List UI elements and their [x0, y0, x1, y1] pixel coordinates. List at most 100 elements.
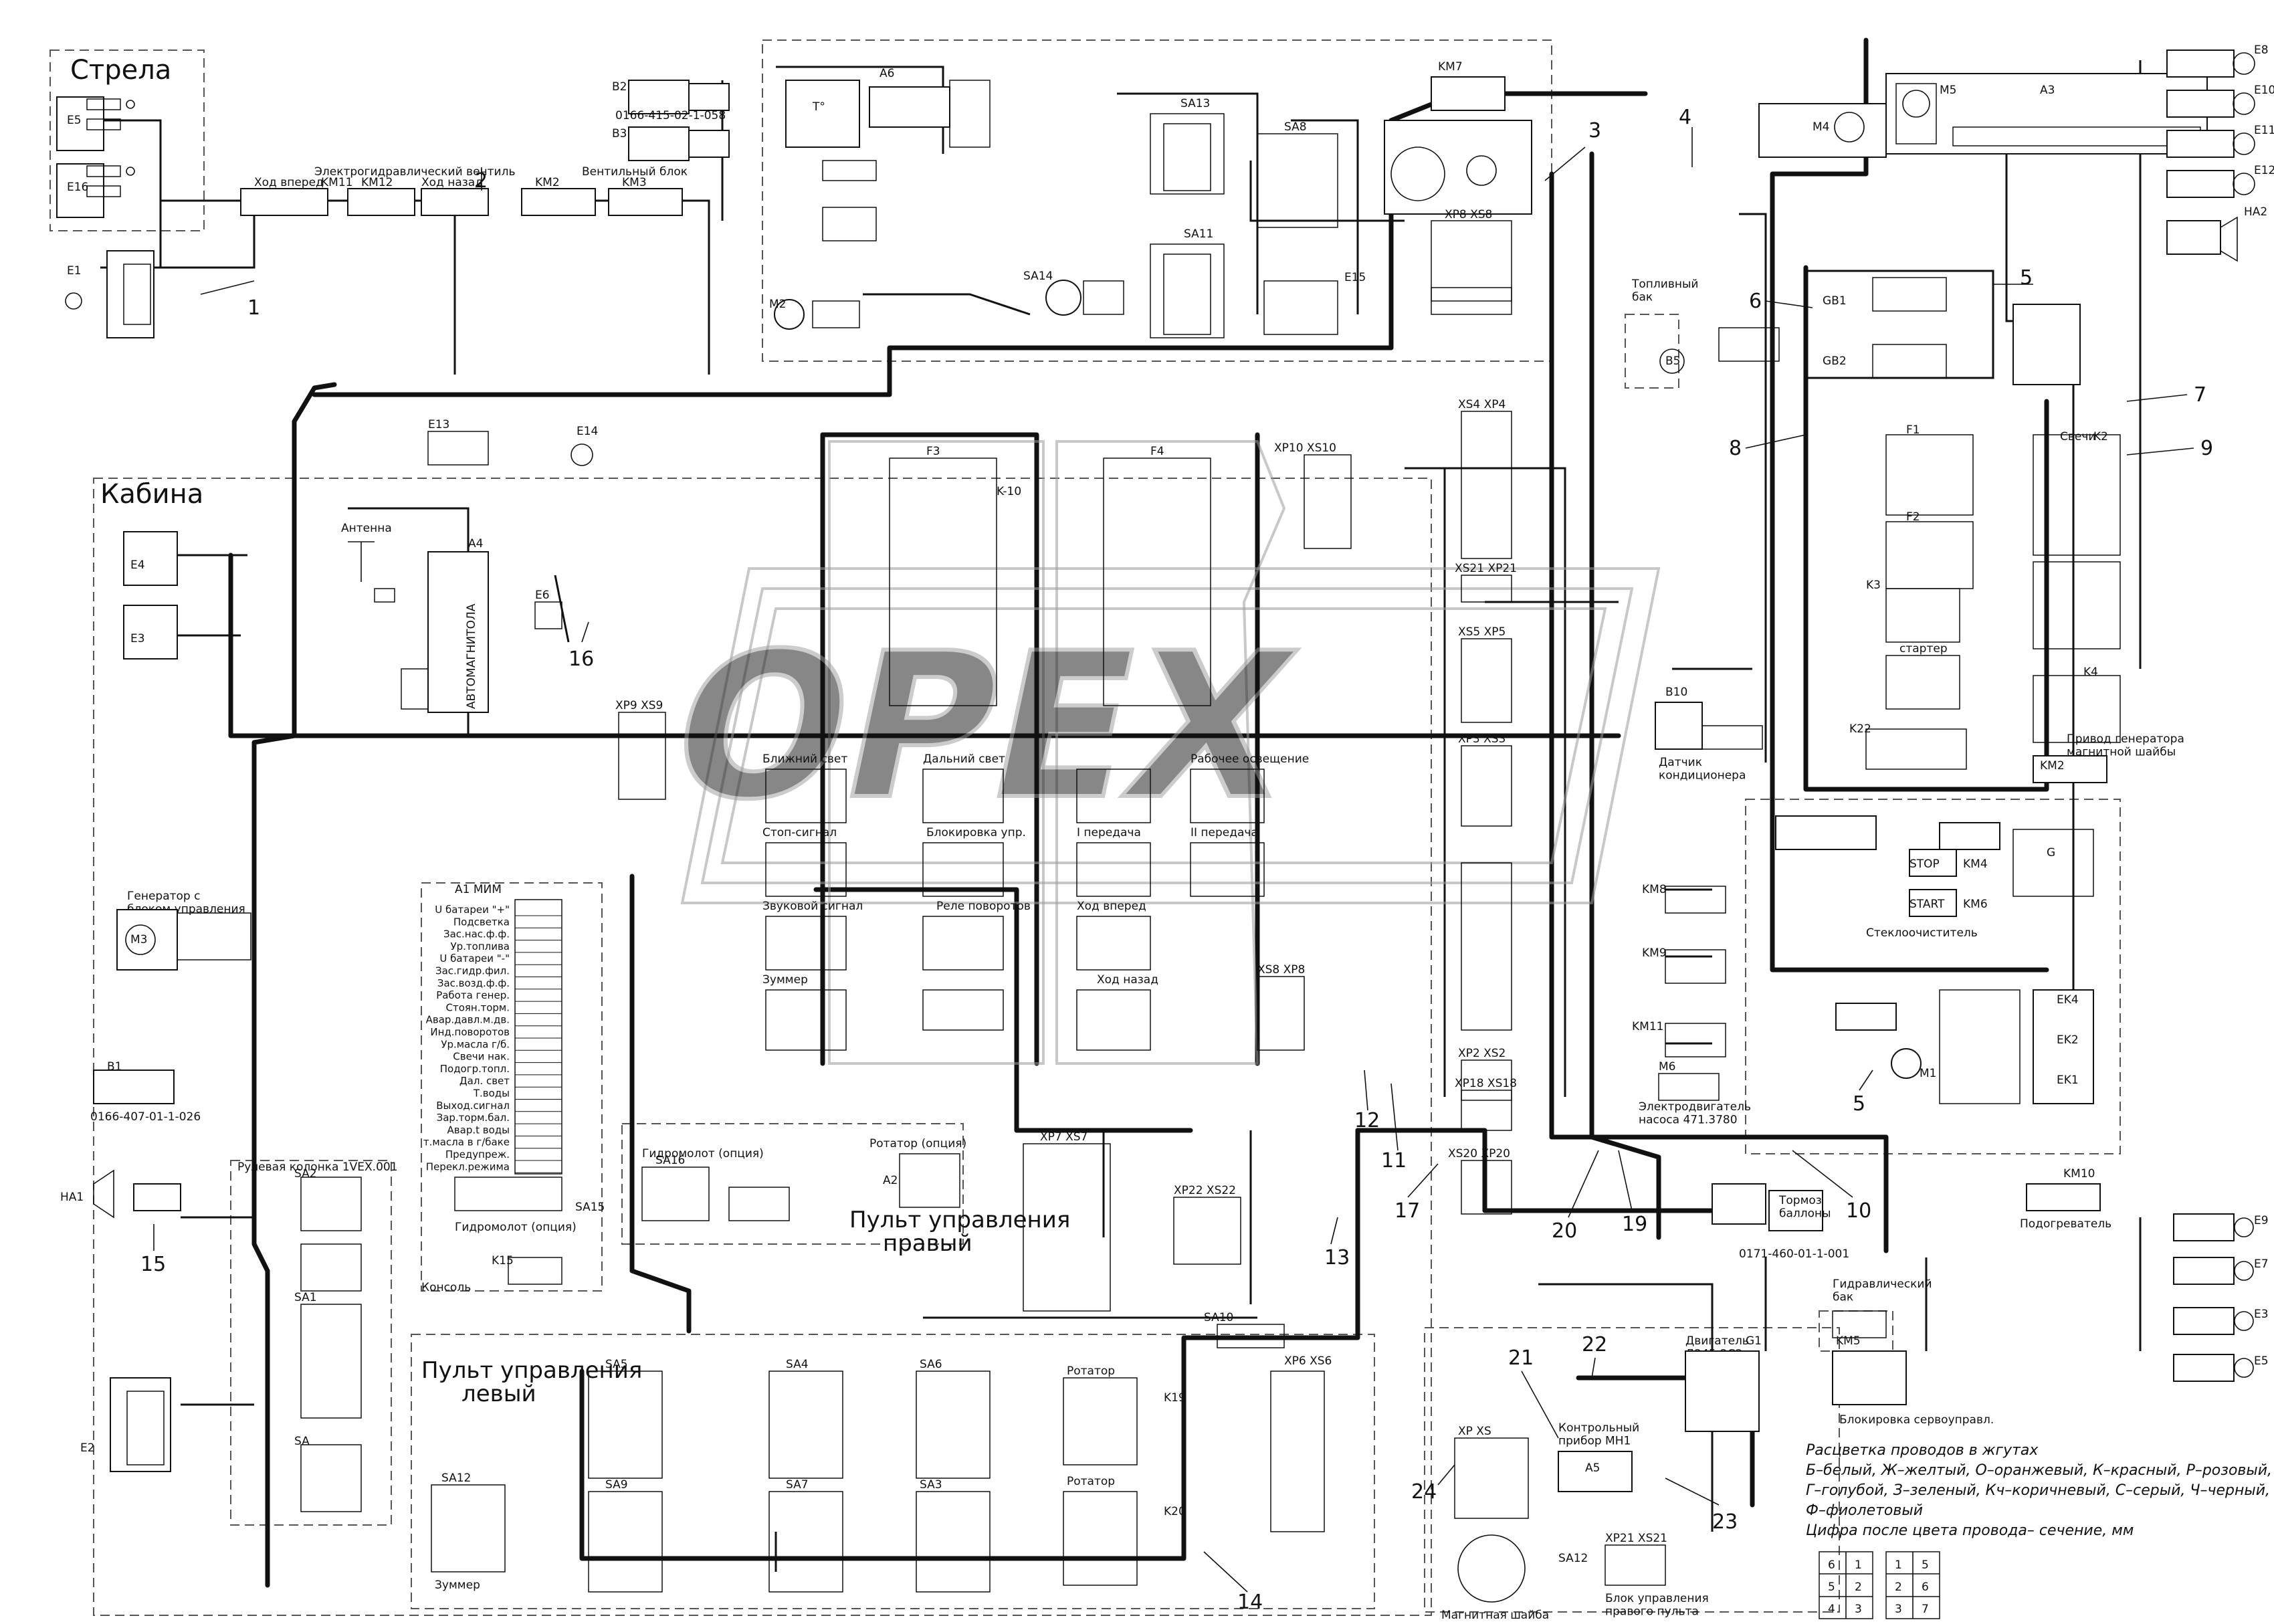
bundle-pult [579, 1128, 1360, 1561]
callout-15: 15 [140, 1224, 166, 1276]
label-mag-washer: Магнитная шайба [1441, 1609, 1549, 1622]
svg-text:5: 5 [1828, 1581, 1835, 1594]
top-center-components: T° A6 M2 SA14 [769, 67, 1124, 330]
label-starter: стартер [1899, 642, 1948, 655]
bundle-console [629, 874, 692, 1334]
strela-components: E5 E16 [56, 96, 135, 218]
svg-text:A2: A2 [883, 1174, 898, 1187]
mim-row: Предупреж. [445, 1148, 510, 1160]
designation-gb2: GB2 [1823, 354, 1847, 368]
lamp-e1: E1 [65, 250, 154, 338]
designation-k2: K2 [2093, 430, 2108, 443]
mim-row: Авар.t воды [447, 1124, 510, 1136]
designation-e16: E16 [67, 181, 88, 194]
watermark: OPEX [651, 440, 1661, 1065]
svg-text:SA10: SA10 [1204, 1311, 1233, 1324]
svg-text:XP6 XS6: XP6 XS6 [1284, 1354, 1332, 1368]
designation-m1: M1 [1920, 1067, 1936, 1080]
callout-14: 14 [1203, 1551, 1263, 1614]
designation-km9: KM9 [1642, 946, 1667, 960]
svg-text:14: 14 [1237, 1591, 1263, 1614]
svg-text:3: 3 [1855, 1603, 1862, 1616]
mim-row: Зас.нас.ф.ф. [443, 928, 510, 940]
sensor-b2-b3: B2 B3 0166-415-02-1-058 [612, 80, 730, 161]
radio-a4 [427, 551, 489, 713]
designation-e4: E4 [130, 559, 145, 572]
svg-text:XP7 XS7: XP7 XS7 [1040, 1130, 1088, 1144]
callout-21: 21 [1508, 1346, 1559, 1439]
bundle-top-2 [251, 382, 337, 879]
label-first-gear: I передача [1077, 826, 1141, 839]
designation-k15: K15 [492, 1254, 514, 1267]
mim-row: Зар.торм.бал. [437, 1112, 510, 1124]
designation-km4: KM4 [1963, 857, 1988, 871]
callout-2: 2 [475, 167, 488, 193]
label-valve: Электрогидравлический вентиль [314, 165, 515, 179]
svg-text:B5: B5 [1665, 354, 1680, 368]
callout-6: 6 [1749, 290, 1813, 313]
designation-k10: K-10 [997, 485, 1021, 498]
vent-km3 [608, 188, 683, 216]
designation-sa6: SA6 [920, 1358, 942, 1371]
steering-left: B1 0166-407-01-1-026 HA1 SA2 SA1 SA E2 [60, 1060, 362, 1512]
designation-a6: A6 [880, 67, 894, 80]
label-radio: АВТОМАГНИТОЛА [465, 603, 478, 709]
motor-m4 [1758, 103, 1887, 158]
block-a6 [785, 80, 860, 148]
svg-text:8: 8 [1729, 437, 1742, 460]
bundle-right-vertical [1589, 151, 1661, 1240]
legend: Расцветка проводов в жгутах Б–белый, Ж–ж… [1806, 1442, 2272, 1619]
mim-row: Зас.гидр.фил. [435, 965, 510, 977]
svg-text:XP3 XS3: XP3 XS3 [1458, 732, 1506, 746]
svg-text:5: 5 [1922, 1558, 1929, 1572]
designation-km2: KM2 [2040, 759, 2065, 773]
zone-konsol [421, 882, 603, 1292]
mim-panel: A1 МИМ U батареи "+"ПодсветкаЗас.нас.ф.ф… [423, 883, 605, 1285]
mim-row: Стоян.торм. [445, 1001, 510, 1013]
callout-19: 19 [1618, 1150, 1647, 1236]
connector-xp9: XP9 XS9 [615, 699, 666, 800]
designation-ha2: HA2 [2244, 205, 2267, 219]
svg-text:Гидромолот (опция): Гидромолот (опция) [642, 1147, 764, 1160]
callout-16: 16 [568, 621, 594, 671]
callouts: 1 2 3 4 5 6 7 8 9 5 10 11 12 13 14 15 16… [140, 106, 2213, 1614]
part-number-3: 0171-460-01-1-001 [1739, 1247, 1849, 1261]
svg-text:Ротатор: Ротатор [1067, 1475, 1115, 1488]
motor-m1 [1891, 1048, 1922, 1079]
svg-text:Ход назад: Ход назад [421, 176, 483, 189]
callout-1: 1 [200, 280, 260, 320]
label-work-light: Рабочее освещение [1191, 752, 1309, 766]
svg-text:20: 20 [1552, 1219, 1577, 1243]
callout-24: 24 [1411, 1464, 1455, 1504]
mim-row: Т.воды [473, 1088, 510, 1100]
svg-text:5: 5 [2020, 266, 2033, 290]
svg-text:2: 2 [1855, 1581, 1862, 1594]
designation-sa7: SA7 [786, 1478, 809, 1492]
svg-text:6: 6 [1828, 1558, 1835, 1572]
svg-text:KM11: KM11 [321, 176, 352, 189]
label-vent-block: Вентильный блок [582, 165, 688, 179]
svg-text:XP21 XS21: XP21 XS21 [1605, 1532, 1667, 1545]
designation-sa15: SA15 [575, 1201, 605, 1214]
designation-sa3: SA3 [920, 1478, 942, 1492]
callout-13: 13 [1324, 1217, 1350, 1270]
svg-text:E3: E3 [2254, 1308, 2269, 1321]
label-rele-pov: Реле поворотов [936, 900, 1031, 913]
mim-row: Выход.сигнал [436, 1100, 510, 1112]
svg-text:XP10 XS10: XP10 XS10 [1274, 441, 1336, 455]
fuse-panel-f3: F3 K-10 [889, 445, 1021, 706]
designation-sa: SA [294, 1435, 310, 1448]
block-a3 [1885, 73, 2208, 155]
svg-text:1: 1 [1895, 1558, 1902, 1572]
label-backward: Ход назад [1097, 973, 1158, 987]
label-pult-pravy: Пульт управления [849, 1207, 1070, 1233]
connector-stack: XS4 XP4 XS21 XP21 XS5 XP5 XP3 XS3 XP2 XS… [1448, 398, 1517, 1215]
svg-text:XS8 XP8: XS8 XP8 [1257, 963, 1305, 977]
designation-m4: M4 [1813, 120, 1829, 134]
